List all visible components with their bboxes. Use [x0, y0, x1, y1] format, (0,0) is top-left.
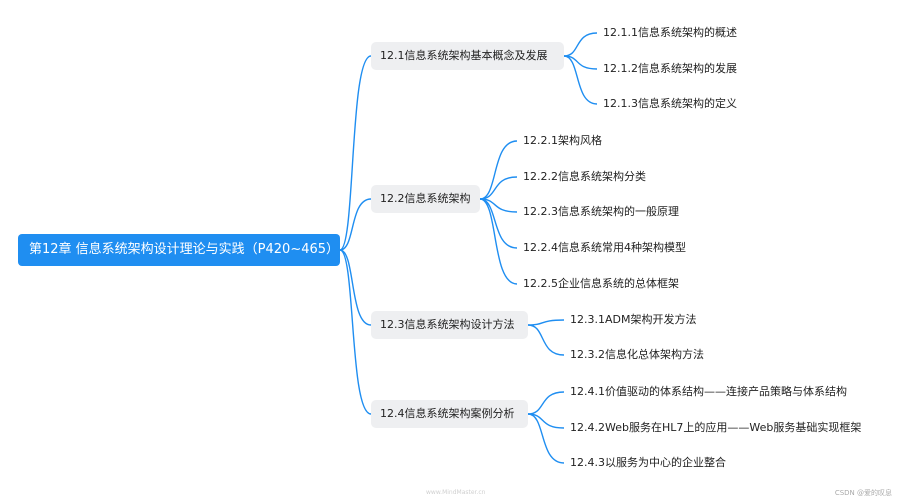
connector-branch-2-leaf-2	[479, 176, 518, 200]
watermark-text: CSDN @爱的叹息	[834, 489, 892, 497]
leaf-topic-12-4-2[interactable]: 12.4.2Web服务在HL7上的应用——Web服务基础实现框架	[570, 421, 862, 434]
connector-root-branch-2	[339, 198, 372, 251]
connector-branch-3-leaf-2	[527, 324, 565, 356]
connector-branch-2-leaf-5	[479, 198, 518, 285]
leaf-topic-12-2-4[interactable]: 12.2.4信息系统常用4种架构模型	[523, 241, 686, 254]
connector-root-branch-3	[339, 249, 372, 326]
branch-topic-12-4[interactable]: 12.4信息系统架构案例分析	[371, 400, 528, 428]
connector-branch-4-leaf-1	[527, 391, 565, 415]
leaf-topic-12-2-3[interactable]: 12.2.3信息系统架构的一般原理	[523, 205, 679, 218]
connector-branch-1-leaf-3	[563, 55, 598, 105]
leaf-topic-12-3-2[interactable]: 12.3.2信息化总体架构方法	[570, 348, 704, 361]
connector-branch-2-leaf-4	[479, 198, 518, 249]
leaf-topic-12-2-1[interactable]: 12.2.1架构风格	[523, 134, 602, 147]
footer-credit: www.MindMaster.cn	[426, 489, 486, 496]
leaf-topic-12-4-1[interactable]: 12.4.1价值驱动的体系结构——连接产品策略与体系结构	[570, 385, 847, 398]
leaf-topic-12-4-3[interactable]: 12.4.3以服务为中心的企业整合	[570, 456, 726, 469]
connector-root-branch-4	[339, 249, 372, 415]
leaf-topic-12-1-3[interactable]: 12.1.3信息系统架构的定义	[603, 97, 737, 110]
connector-branch-1-leaf-1	[563, 32, 598, 57]
leaf-topic-12-3-1[interactable]: 12.3.1ADM架构开发方法	[570, 313, 697, 326]
connector-branch-3-leaf-1	[527, 319, 565, 326]
leaf-topic-12-2-5[interactable]: 12.2.5企业信息系统的总体框架	[523, 277, 679, 290]
root-topic[interactable]: 第12章 信息系统架构设计理论与实践（P420~465）	[18, 234, 340, 266]
branch-topic-12-3[interactable]: 12.3信息系统架构设计方法	[371, 311, 528, 339]
connector-branch-4-leaf-3	[527, 413, 565, 464]
connector-branch-2-leaf-1	[479, 140, 518, 200]
connector-root-branch-1	[339, 55, 372, 251]
leaf-topic-12-1-1[interactable]: 12.1.1信息系统架构的概述	[603, 26, 737, 39]
leaf-topic-12-1-2[interactable]: 12.1.2信息系统架构的发展	[603, 62, 737, 75]
branch-topic-12-2[interactable]: 12.2信息系统架构	[371, 185, 480, 213]
branch-topic-12-1[interactable]: 12.1信息系统架构基本概念及发展	[371, 42, 564, 70]
leaf-topic-12-2-2[interactable]: 12.2.2信息系统架构分类	[523, 170, 646, 183]
